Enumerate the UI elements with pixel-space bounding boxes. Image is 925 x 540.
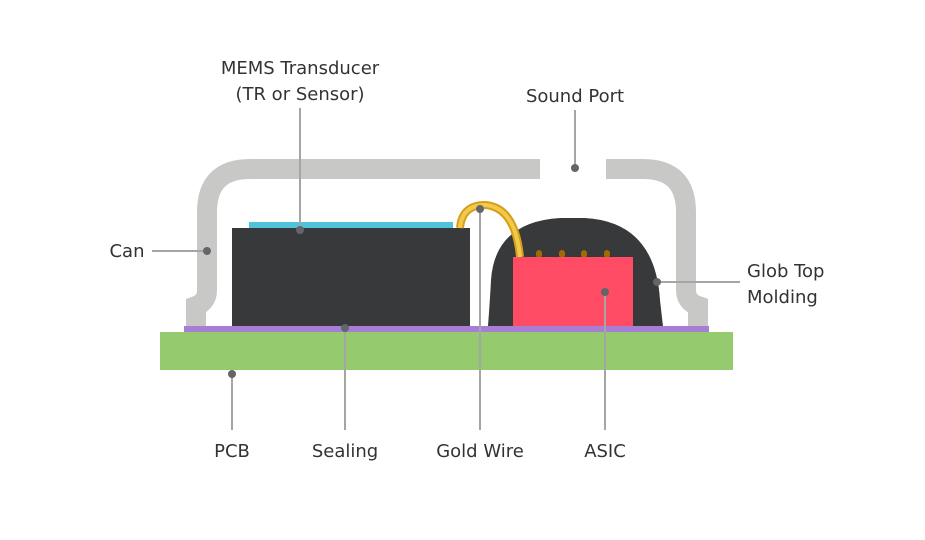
sealing	[184, 326, 709, 332]
label-can: Can	[109, 241, 144, 262]
label-asic: ASIC	[584, 441, 626, 462]
leader-lines	[152, 108, 740, 430]
can-left	[186, 159, 540, 327]
can-right	[606, 159, 708, 327]
label-sealing: Sealing	[312, 441, 378, 462]
mems-membrane	[249, 222, 453, 229]
asic	[513, 257, 633, 326]
leader-dots	[203, 164, 661, 378]
label-mems-2: (TR or Sensor)	[235, 84, 364, 105]
label-glob-2: Molding	[747, 287, 818, 308]
label-sound-port: Sound Port	[526, 86, 624, 107]
label-gold-wire: Gold Wire	[436, 441, 524, 462]
label-mems-1: MEMS Transducer	[221, 58, 380, 79]
gold-wire	[458, 202, 522, 258]
mems-transducer	[232, 228, 470, 326]
label-glob-1: Glob Top	[747, 261, 824, 282]
pcb	[160, 332, 733, 370]
asic-pads	[536, 250, 610, 258]
label-pcb: PCB	[214, 441, 250, 462]
